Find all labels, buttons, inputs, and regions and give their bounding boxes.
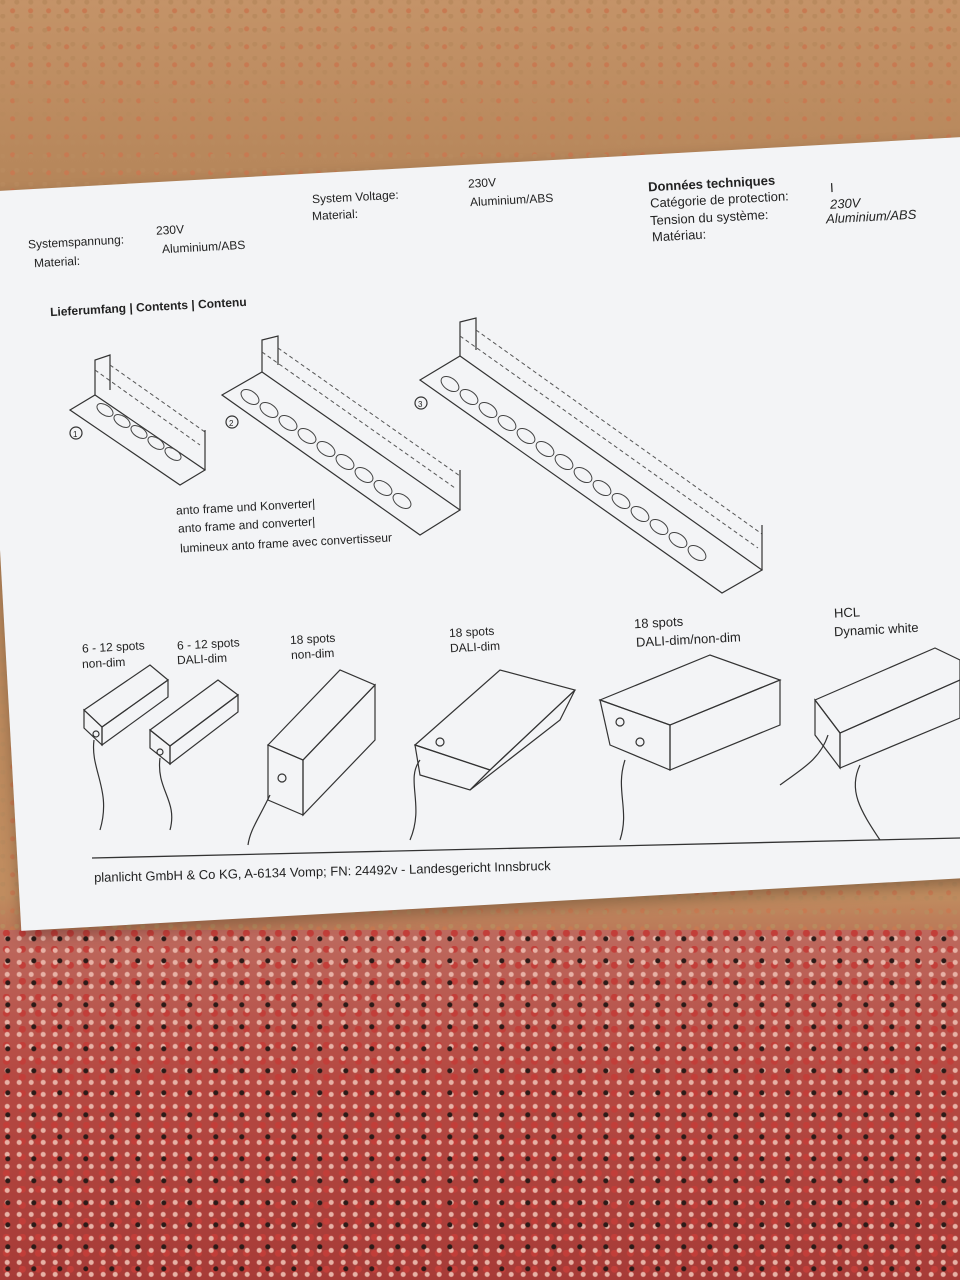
converter-4-label-type: DALI-dim (449, 638, 501, 656)
converter-3-drawing (247, 669, 377, 846)
luminaire-2-drawing: 2 (220, 335, 462, 536)
converter-6-label-type: HCL (833, 604, 861, 621)
converter-3-label-count: 18 spots (289, 630, 336, 648)
luminaire-2-number: 2 (229, 419, 234, 428)
luminaire-1-drawing: 1 (68, 354, 207, 486)
converter-4-drawing (409, 669, 577, 841)
converter-5-label-count: 18 spots (633, 613, 684, 632)
converter-5-drawing (598, 654, 782, 841)
converter-drawings (83, 647, 960, 846)
footer-rule (91, 837, 960, 859)
luminaire-1-number: 1 (73, 430, 78, 439)
carpet-background (0, 930, 960, 1280)
converter-2-drawing (149, 679, 239, 831)
converter-3-label-type: non-dim (290, 645, 335, 663)
converter-6-drawing (779, 647, 960, 841)
converter-2-label-type: DALI-dim (176, 650, 228, 668)
converter-1-drawing (83, 664, 169, 831)
luminaire-3-number: 3 (418, 400, 423, 409)
converter-4-label-count: 18 spots (448, 623, 495, 641)
luminaire-3-drawing: 3 (414, 317, 764, 594)
converter-1-label-type: non-dim (81, 654, 126, 672)
